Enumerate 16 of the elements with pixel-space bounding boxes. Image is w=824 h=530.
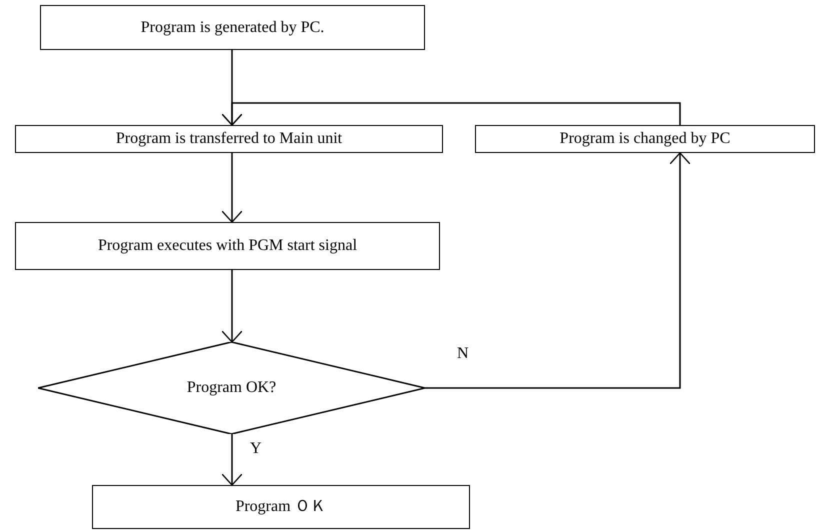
process-text: Program executes with PGM start signal	[98, 237, 358, 255]
arrow	[221, 102, 681, 126]
process-box	[15, 125, 443, 153]
process-text: Program ＯＫ	[235, 498, 327, 516]
arrow	[221, 270, 243, 343]
arrow	[221, 153, 243, 223]
decision-text: Program OK?	[186, 379, 276, 397]
process-box	[40, 5, 425, 50]
process-box	[15, 222, 440, 270]
process-text: Program is changed by PC	[560, 130, 730, 148]
process-text: Program is transferred to Main unit	[116, 130, 342, 148]
process-box	[475, 125, 815, 153]
process-text: Program is generated by PC.	[140, 18, 324, 36]
process-box	[92, 485, 470, 529]
arrow	[221, 434, 243, 486]
arrow	[425, 152, 691, 389]
